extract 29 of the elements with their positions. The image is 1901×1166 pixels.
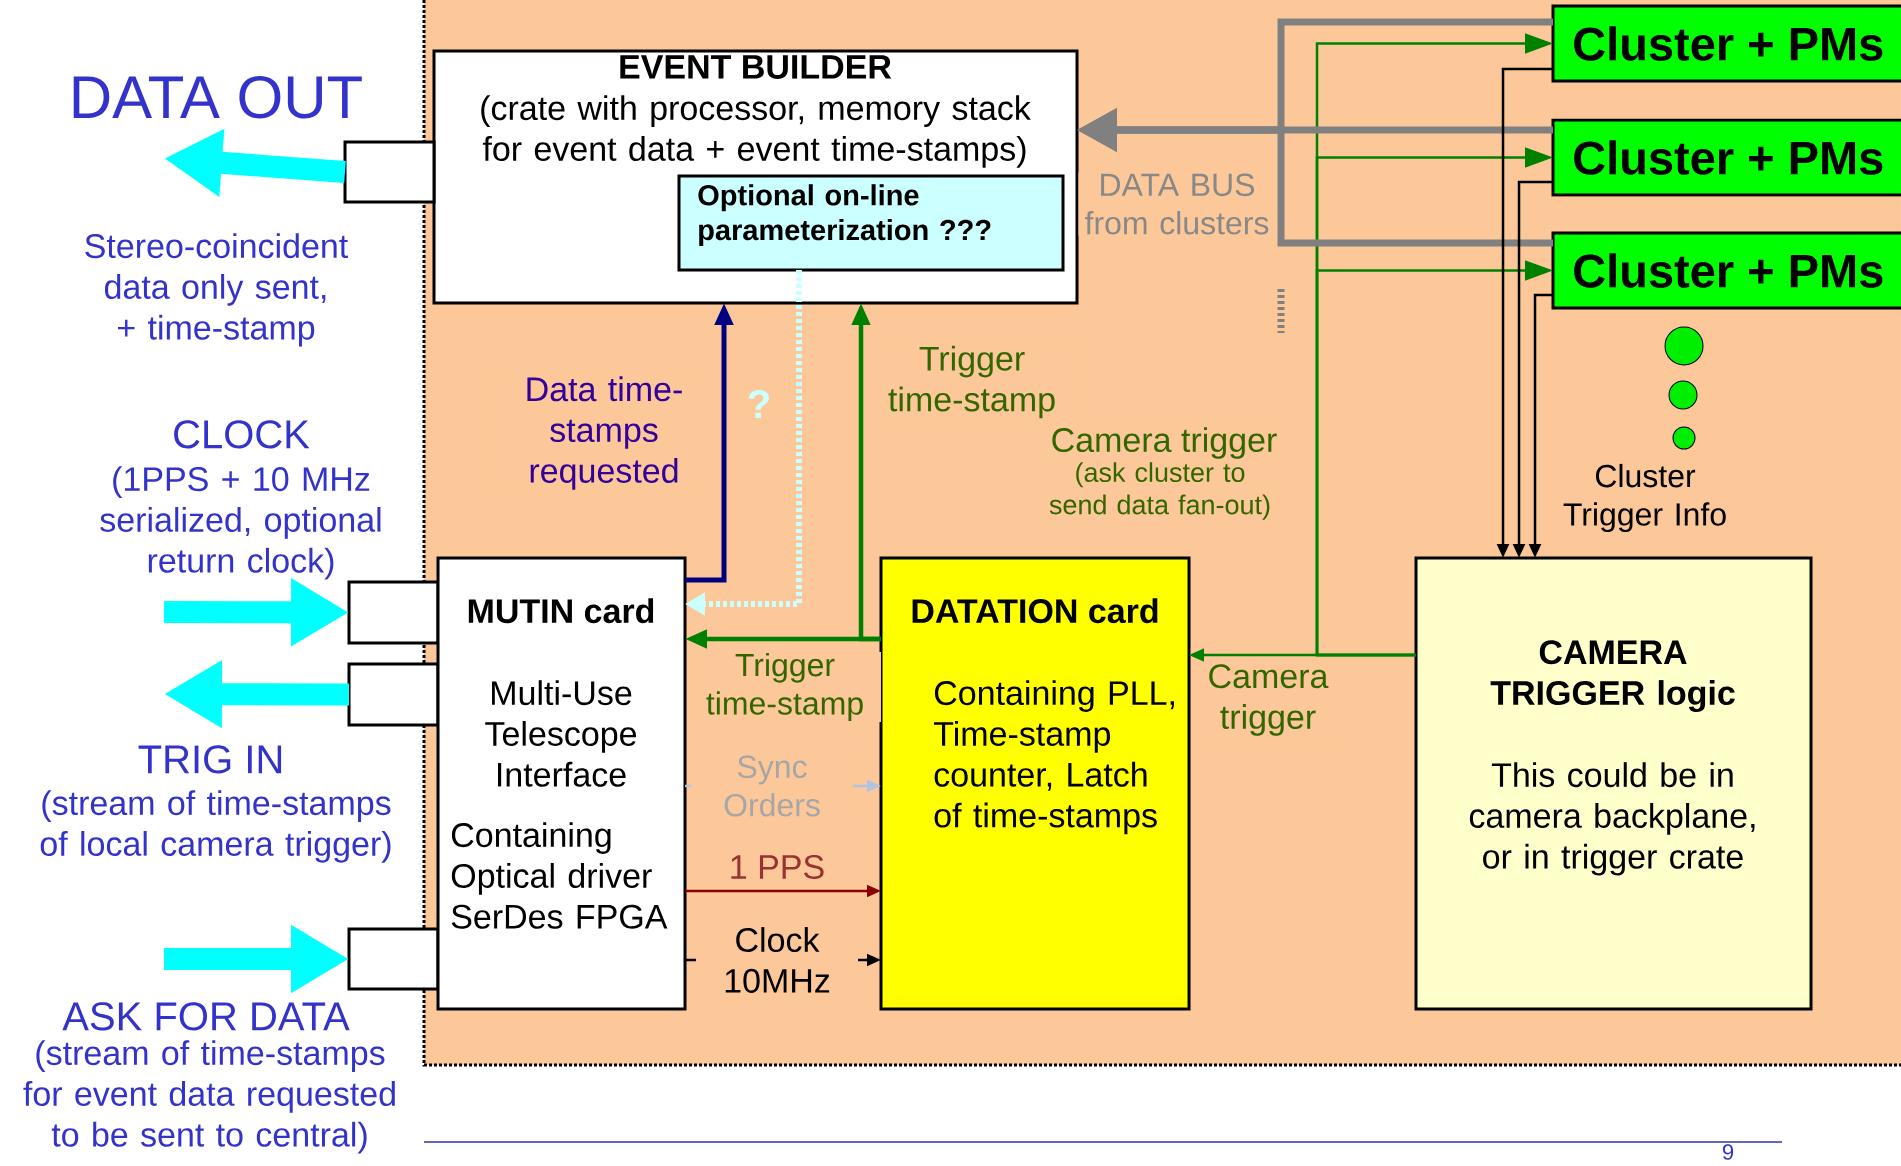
edge-label: Cluster Trigger Info — [1546, 462, 1744, 534]
port-box — [347, 580, 440, 645]
port-box — [347, 662, 440, 727]
card-box: DATATION card Containing PLL, Time-stamp counter, Latch of time-stamps — [879, 556, 1191, 1011]
signal-title: DATA OUT — [73, 76, 362, 119]
edge-label: Trigger time-stamp — [689, 651, 881, 723]
edge-note: (ask cluster to send data fan-out) — [1049, 462, 1270, 520]
card-box: MUTIN card Multi-Use Telescope Interface Containing Optical driver SerDes FPGA — [436, 556, 687, 1011]
signal-note: (stream of time-stamps of local camera trigger) — [40, 790, 391, 863]
signal-note: (stream of time-stamps for event data requested to be sent to central) — [23, 1040, 395, 1154]
edge-label: Sync Orders — [691, 754, 853, 818]
edge-label: Camera trigger — [1192, 663, 1344, 737]
cluster-box: Cluster + PMs — [1551, 118, 1901, 197]
edge-label: Data time-stamps requested — [493, 375, 715, 491]
signal-title: CLOCK — [174, 420, 310, 449]
port-box — [347, 927, 440, 991]
option-box: Optional on-line parameterization ??? — [677, 174, 1065, 272]
cluster-box: Cluster + PMs — [1551, 231, 1901, 310]
edge-label: DATA BUS from clusters — [1078, 172, 1276, 236]
edge-label: Camera trigger — [1049, 426, 1279, 460]
signal-title: TRIG IN — [138, 745, 282, 774]
edge-label: Trigger time-stamp — [871, 344, 1073, 420]
edge-label: 1 PPS — [727, 853, 827, 881]
page-number: 9 — [1722, 1144, 1734, 1160]
edge-label: ? — [745, 389, 773, 419]
edge-label: Clock 10MHz — [696, 926, 858, 994]
cluster-box: Cluster + PMs — [1551, 4, 1901, 83]
logic-box: CAMERA TRIGGER logic This could be in camera backplane, or in trigger crate — [1414, 556, 1813, 1011]
port-box — [343, 140, 436, 204]
